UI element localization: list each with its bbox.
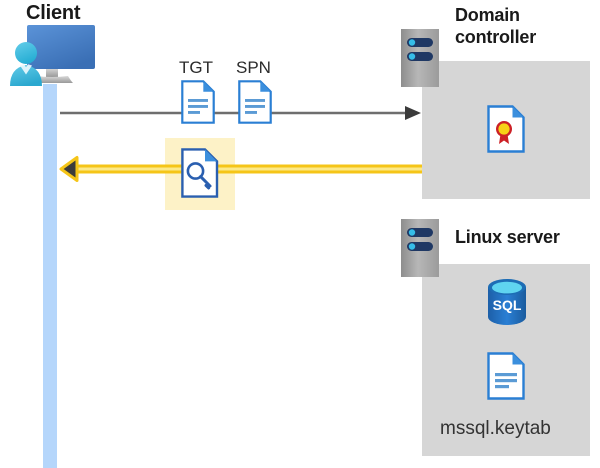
linux-server-rack-icon (401, 219, 439, 277)
response-arrow (59, 156, 422, 182)
linux-server-label: Linux server (455, 227, 560, 247)
client-lifeline (43, 84, 57, 468)
certificate-document-icon (487, 105, 525, 153)
svg-text:SQL: SQL (493, 297, 522, 313)
domain-controller-label-line2: controller (455, 27, 537, 47)
tgt-document-icon (181, 80, 215, 124)
domain-controller-label: Domain controller (455, 4, 595, 48)
domain-controller-label-line1: Domain (455, 5, 520, 25)
tgt-label: TGT (179, 58, 213, 77)
keytab-document-icon (487, 352, 525, 400)
service-ticket-key-document-icon (181, 148, 219, 198)
request-arrow (60, 106, 422, 120)
client-label: Client (26, 2, 81, 24)
keytab-filename-label: mssql.keytab (440, 418, 551, 439)
domain-controller-server-icon (401, 29, 439, 87)
spn-label: SPN (236, 58, 271, 77)
sql-database-icon: SQL (486, 278, 528, 326)
spn-document-icon (238, 80, 272, 124)
client-computer-icon (6, 24, 102, 90)
